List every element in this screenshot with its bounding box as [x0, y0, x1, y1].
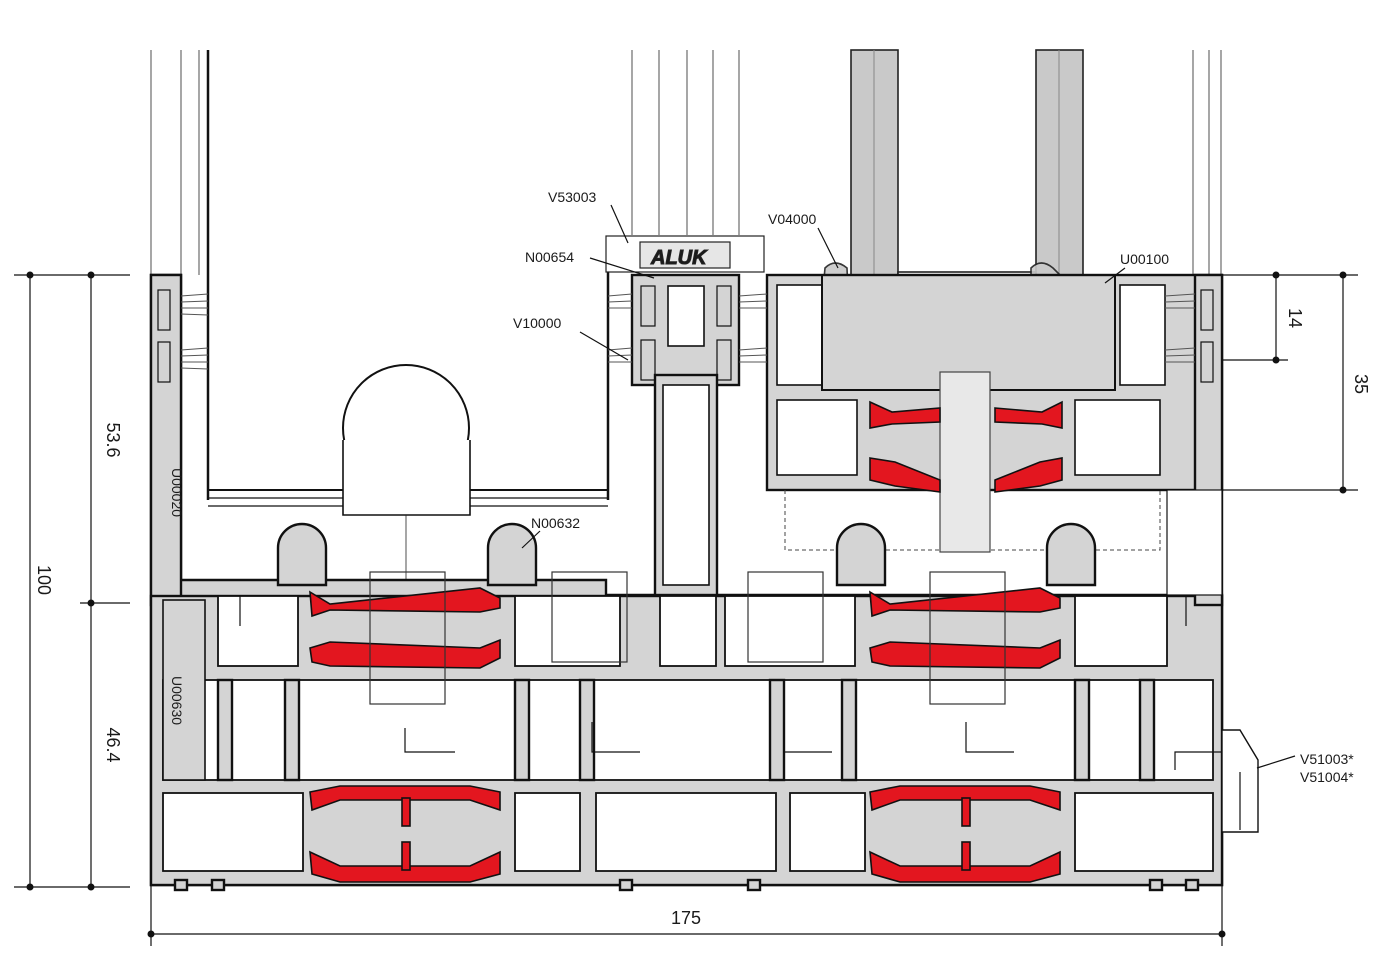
label-frame-left: U00630	[169, 676, 185, 725]
label-gasket-left: V10000	[513, 315, 561, 331]
label-connector: N00632	[531, 515, 580, 531]
dimension-labels: 53.6 100 46.4 175 14 35	[34, 308, 1371, 928]
part-labels: V53003 N00654 V10000 V04000 U00100 N0063…	[169, 189, 1354, 785]
frame-profile	[149, 273, 1224, 892]
dim-right-large: 35	[1351, 374, 1371, 394]
label-drain-cover: V51003*	[1300, 751, 1354, 767]
brush-seals	[180, 293, 1196, 370]
label-sash-left: U00020	[169, 468, 185, 517]
label-clip: N00654	[525, 249, 574, 265]
dim-width-total: 175	[671, 908, 701, 928]
hardware-outlines	[239, 571, 1187, 753]
dim-right-small: 14	[1285, 308, 1305, 328]
drain-cover	[1174, 729, 1259, 833]
dim-height-upper: 53.6	[103, 422, 123, 457]
leader-lines	[521, 204, 1296, 769]
rollers	[276, 522, 1097, 587]
thermal-breaks	[309, 400, 1063, 883]
label-glazing-gasket: V04000	[768, 211, 816, 227]
dim-height-lower: 46.4	[103, 727, 123, 762]
aluk-logo: ALUK	[650, 247, 708, 269]
left-sash-glass	[208, 240, 610, 580]
aluk-logo-block: ALUK	[605, 235, 765, 273]
label-drain-cover-alt: V51004*	[1300, 769, 1354, 785]
dim-height-total: 100	[34, 565, 54, 595]
label-glazing-bead-right: U00100	[1120, 251, 1169, 267]
upper-lines	[150, 50, 1222, 500]
label-glazing-bead-top: V53003	[548, 189, 596, 205]
